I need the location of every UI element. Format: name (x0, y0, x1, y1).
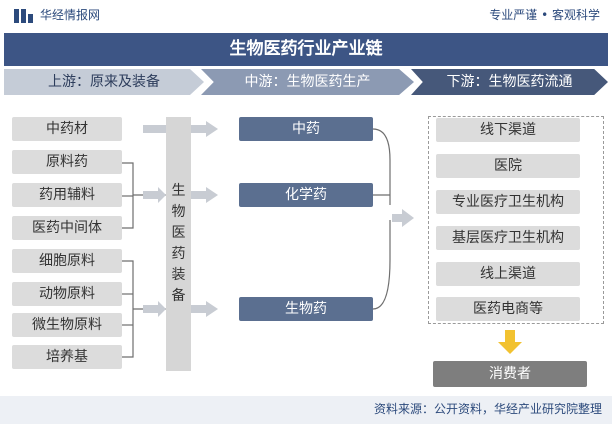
source-note: 资料来源：公开资料，华经产业研究院整理 (373, 402, 602, 416)
stage-upstream: 上游：原来及装备 (4, 69, 204, 95)
arrow-equip-to-bio (191, 301, 218, 317)
downstream-item: 线上渠道 (436, 262, 580, 286)
consumer-box: 消费者 (433, 361, 587, 387)
midstream-item: 中药 (239, 117, 373, 141)
upstream-item: 培养基 (12, 345, 122, 369)
downstream-item: 医院 (436, 154, 580, 178)
arrow-to-consumer (498, 330, 522, 354)
midstream-item: 生物药 (239, 297, 373, 321)
midstream-item: 化学药 (239, 183, 373, 207)
stage-midstream: 中游：生物医药生产 (201, 69, 414, 95)
arrow-lower-to-equip (143, 301, 166, 317)
downstream-item: 线下渠道 (436, 118, 580, 142)
upstream-item: 中药材 (12, 117, 122, 141)
downstream-item: 基层医疗卫生机构 (436, 226, 580, 250)
page-title: 生物医药行业产业链 (4, 33, 608, 66)
upstream-item: 原料药 (12, 150, 122, 174)
footer-bar (0, 396, 612, 424)
upstream-item: 微生物原料 (12, 313, 122, 337)
brand-name: 华经情报网 (40, 8, 101, 22)
slogan: 专业严谨 • 客观科学 (489, 8, 600, 22)
downstream-item: 医药电商等 (436, 297, 580, 321)
upstream-item: 药用辅料 (12, 183, 122, 207)
upstream-item: 细胞原料 (12, 249, 122, 273)
top-bar: 华经情报网 专业严谨 • 客观科学 (0, 0, 612, 30)
arrow-upper-to-equip (143, 187, 166, 203)
downstream-item: 专业医疗卫生机构 (436, 190, 580, 214)
equipment-label: 生物医药装备 (171, 183, 186, 304)
logo-icon (14, 9, 36, 23)
mid-merge-bracket (372, 128, 391, 310)
downstream-group (428, 116, 604, 324)
upstream-item: 动物原料 (12, 282, 122, 306)
stage-downstream: 下游：生物医药流通 (411, 69, 608, 95)
arrow-equip-to-chem (191, 187, 218, 203)
equipment-box: 生物医药装备 (166, 117, 191, 371)
arrow-mid-to-down (392, 209, 414, 227)
lower-group-bracket (122, 260, 134, 358)
upstream-item: 医药中间体 (12, 216, 122, 240)
